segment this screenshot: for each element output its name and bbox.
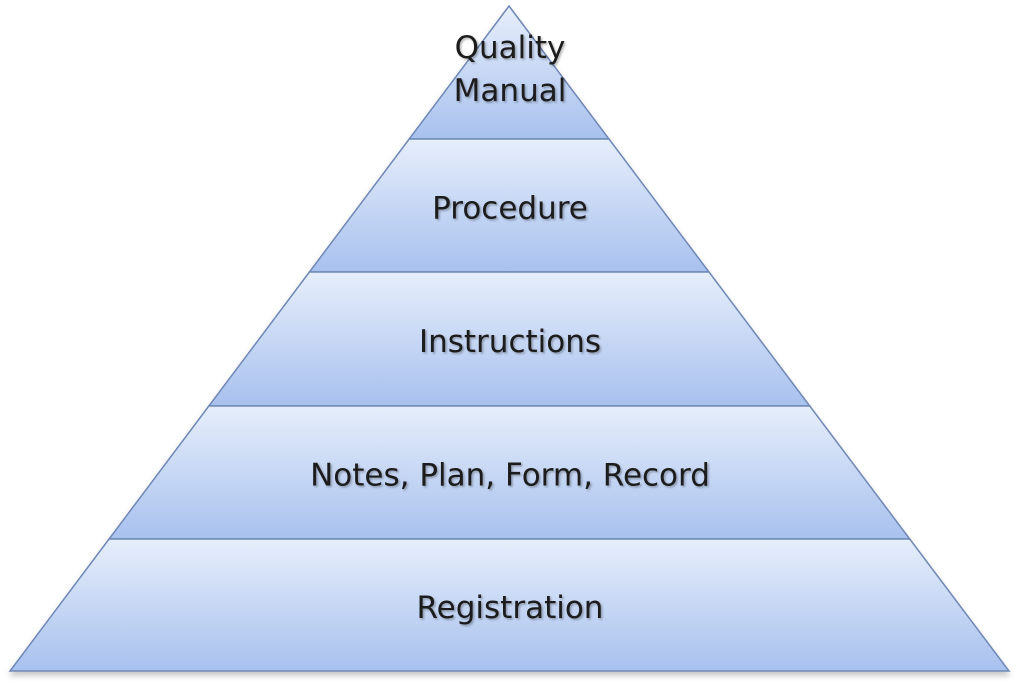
pyramid-tier-1-label-line: Manual <box>454 73 567 109</box>
pyramid-tier-5-label-line: Registration <box>417 590 604 626</box>
pyramid-tier-4-label-line: Notes, Plan, Form, Record <box>310 457 710 493</box>
pyramid-tier-3-label-line: Instructions <box>419 324 601 360</box>
pyramid-tier-3-label: Instructions <box>419 324 601 360</box>
pyramid-tier-1-label-line: Quality <box>455 30 566 66</box>
pyramid-tier-4-label: Notes, Plan, Form, Record <box>310 457 710 493</box>
pyramid-tier-5-label: Registration <box>417 590 604 626</box>
pyramid-tier-2-label-line: Procedure <box>432 190 588 226</box>
pyramid-tier-2-label: Procedure <box>432 190 588 226</box>
pyramid-tier-5 <box>8 538 1011 672</box>
